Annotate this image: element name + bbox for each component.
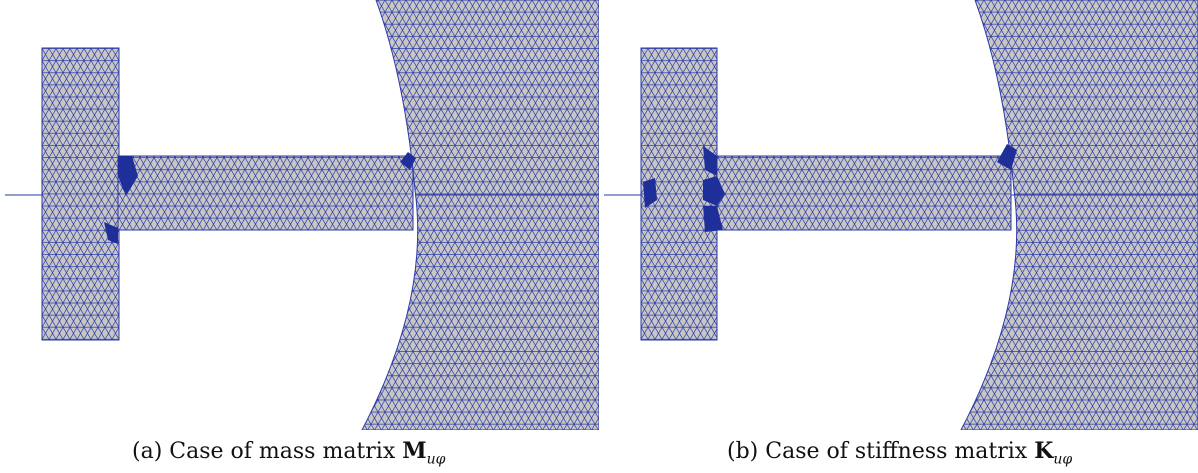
caption-b-text: (b) Case of stiffness matrix (727, 439, 1035, 464)
highlighted-element (997, 144, 1017, 170)
mesh-figure-a (5, 0, 599, 430)
caption-a-symbol: M (402, 438, 427, 464)
left-plate (41, 47, 120, 341)
panel-a-mesh (0, 0, 599, 430)
caption-b-subscript: uφ (1053, 451, 1073, 468)
mesh-figure-b (604, 0, 1198, 430)
highlighted-element (104, 222, 118, 244)
highlighted-element (703, 176, 725, 206)
highlighted-element (703, 206, 723, 232)
caption-b-symbol: K (1034, 438, 1054, 464)
horizontal-beam (716, 155, 1012, 231)
panel-b-mesh (599, 0, 1198, 430)
caption-b: (b) Case of stiffness matrix Kuφ (727, 438, 1072, 467)
curved-ring-region (361, 0, 599, 430)
highlighted-element (118, 156, 138, 196)
caption-a: (a) Case of mass matrix Muφ (132, 438, 445, 467)
highlighted-element (703, 146, 717, 176)
caption-a-text: (a) Case of mass matrix (132, 439, 403, 464)
horizontal-beam (117, 155, 414, 231)
curved-ring-region (960, 0, 1198, 430)
highlighted-element (400, 152, 416, 170)
caption-a-subscript: uφ (426, 451, 446, 468)
highlighted-element (643, 178, 657, 208)
